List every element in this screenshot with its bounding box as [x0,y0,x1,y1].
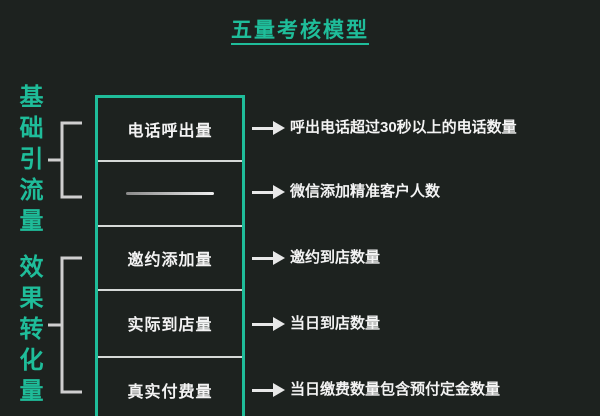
arrow-right-icon [252,251,286,265]
metric-description: 当日到店数量 [290,315,381,332]
redacted-label-bar [126,192,214,196]
metric-description: 当日缴费数量包含预付定金数量 [290,381,501,398]
metric-row [98,160,242,224]
metric-row: 邀约添加量 [98,224,242,289]
metric-description: 微信添加精准客户人数 [290,183,441,200]
side-label-basic-traffic: 基础引流量 [15,84,42,239]
metric-label: 真实付费量 [127,383,213,401]
metric-row: 电话呼出量 [98,98,242,160]
metric-label: 电话呼出量 [127,123,213,141]
metric-row: 真实付费量 [98,355,242,416]
metric-description: 邀约到店数量 [290,249,381,266]
metric-row: 实际到店量 [98,289,242,355]
side-label-conversion: 效果转化量 [15,254,42,409]
diagram-title: 五量考核模型 [231,19,369,42]
metric-description: 呼出电话超过30秒以上的电话数量 [290,119,517,136]
arrow-right-icon [252,185,286,199]
metric-label: 实际到店量 [127,317,213,335]
arrow-right-icon [252,317,286,331]
metric-label: 邀约添加量 [127,252,213,270]
arrow-right-icon [252,121,286,135]
arrow-right-icon [252,383,286,397]
metrics-box: 电话呼出量 邀约添加量 实际到店量 真实付费量 [95,95,245,416]
